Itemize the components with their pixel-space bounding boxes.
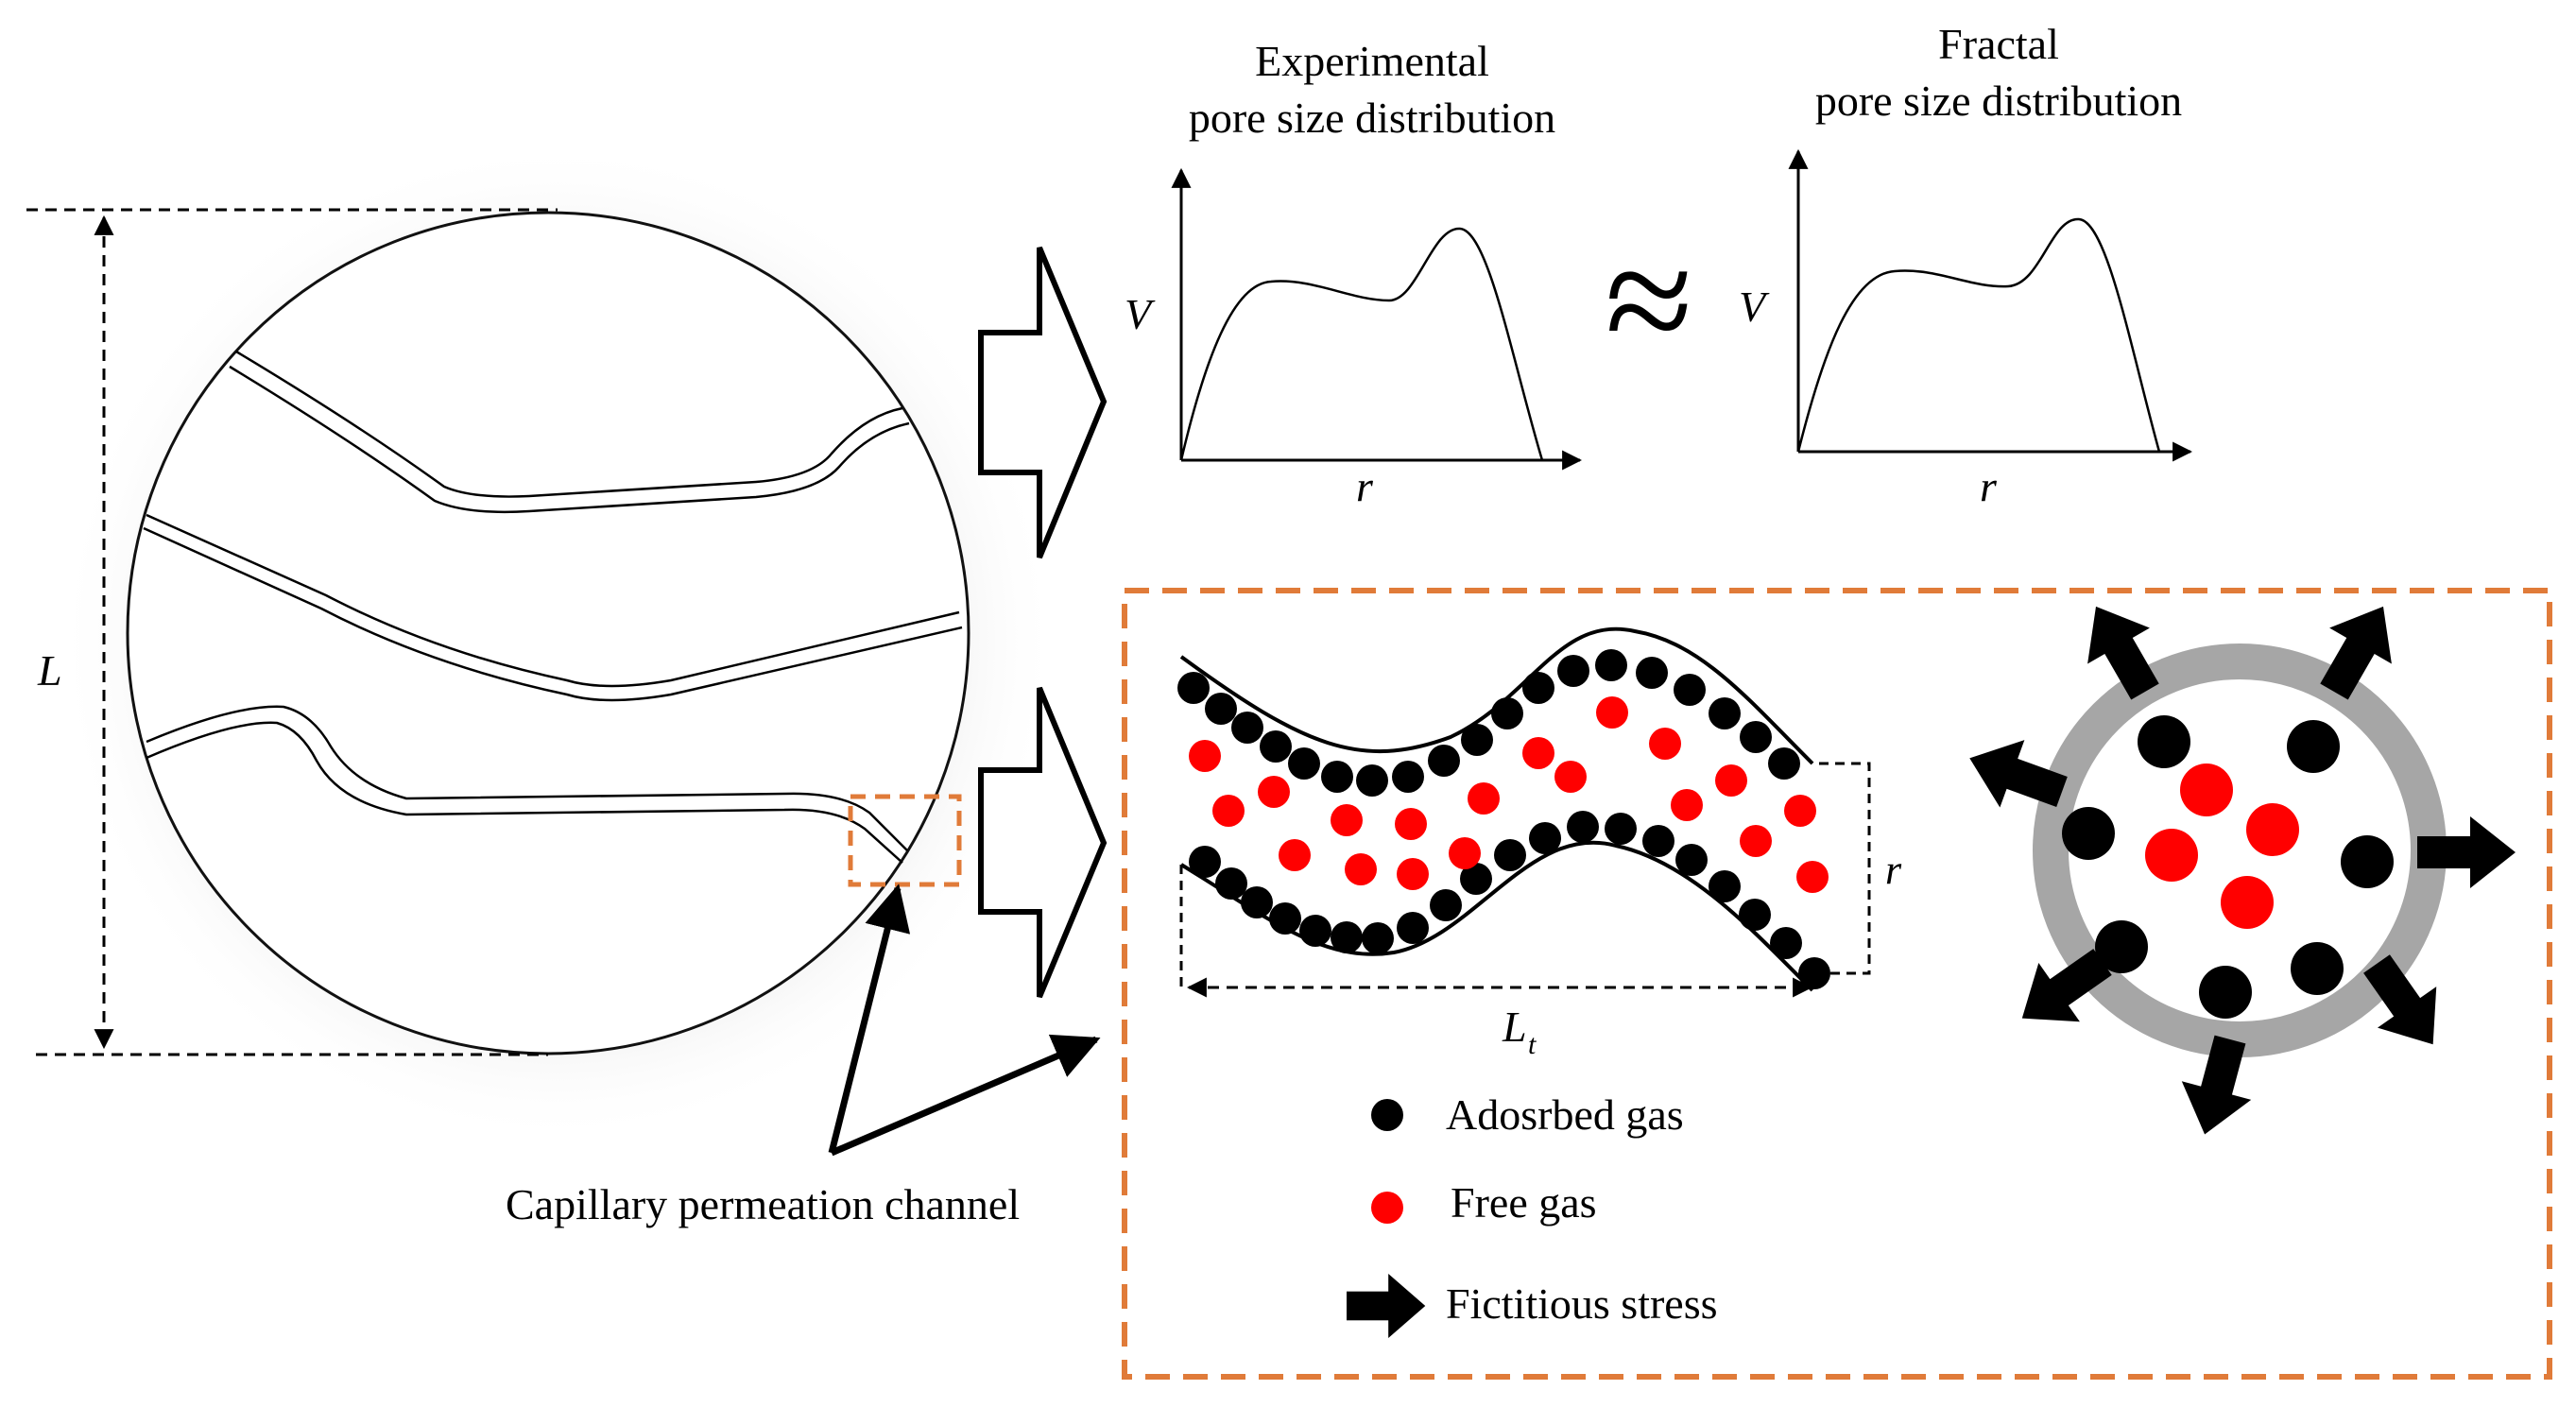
sample-sphere	[126, 211, 970, 1055]
legend-adsorbed-marker	[1371, 1099, 1403, 1131]
fractal-title-line2: pore size distribution	[1815, 77, 2182, 125]
hollow-arrow-right-icon	[978, 686, 1108, 999]
callout-arrow-to-zoom	[828, 884, 911, 1154]
tube-lower-wall	[1179, 840, 1814, 992]
experimental-distribution-chart: Experimental pore size distribution V r	[1125, 37, 1583, 510]
fractal-axis-r-label: r	[1980, 462, 1998, 510]
fractal-axis-v-label: V	[1739, 283, 1770, 331]
experimental-axis-v-label: V	[1125, 290, 1156, 338]
tube-adsorbed-gas	[1177, 649, 1830, 989]
legend-adsorbed-label: Adosrbed gas	[1446, 1090, 1684, 1139]
tube-length-label: L	[1502, 1003, 1527, 1051]
experimental-title-line2: pore size distribution	[1189, 94, 1555, 142]
experimental-title-line1: Experimental	[1255, 37, 1489, 85]
capillary-channel-label: Capillary permeation channel	[506, 1180, 1020, 1228]
tube-radius-label: r	[1885, 847, 1902, 893]
arrow-right-icon	[1347, 1274, 1426, 1338]
tube-length-subscript: t	[1528, 1029, 1537, 1060]
fractal-title-line1: Fractal	[1938, 20, 2059, 68]
capillary-tube: r L t	[1177, 626, 1902, 1060]
detail-region-box	[1122, 588, 2552, 1380]
callout-arrow-to-detail	[830, 1034, 1101, 1157]
legend-stress-label: Fictitious stress	[1446, 1279, 1718, 1328]
legend-free-marker	[1371, 1192, 1403, 1224]
experimental-axis-r-label: r	[1356, 462, 1374, 510]
pore-free-gas	[2145, 764, 2299, 929]
fractal-distribution-curve	[1796, 217, 2161, 453]
sample-sphere-group: L	[26, 142, 1058, 1143]
pore-cross-section	[1957, 588, 2516, 1144]
legend-free-label: Free gas	[1451, 1178, 1597, 1227]
legend: Adosrbed gas Free gas Fictitious stress	[1347, 1090, 1718, 1338]
hollow-arrow-right-icon	[978, 246, 1108, 559]
capillary-channels	[143, 350, 963, 864]
experimental-distribution-curve	[1179, 227, 1544, 461]
tube-free-gas	[1189, 696, 1829, 893]
fractal-distribution-chart: Fractal pore size distribution V r	[1739, 20, 2193, 510]
approx-symbol: ≈	[1605, 212, 1692, 389]
length-l-label: L	[37, 646, 62, 695]
tube-radius-dimension	[1819, 762, 1871, 975]
pore-adsorbed-gas	[2062, 715, 2394, 1019]
